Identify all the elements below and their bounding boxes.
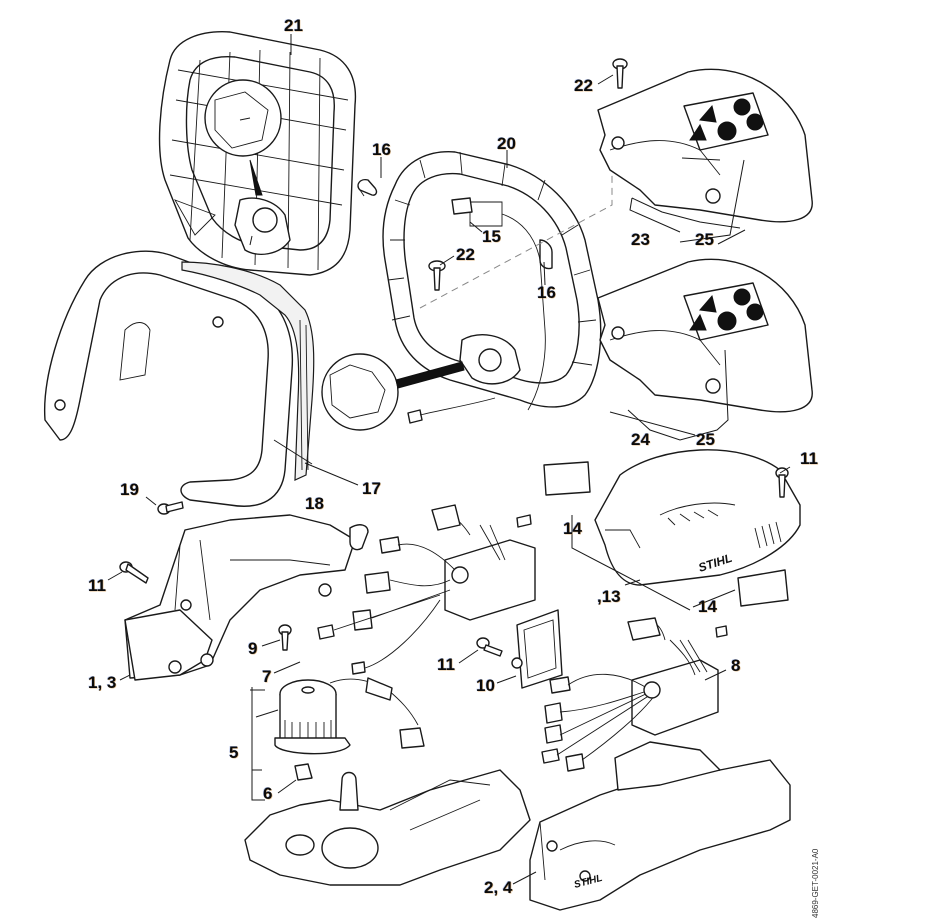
electronics-cover (511, 609, 563, 689)
housing-left (124, 514, 369, 681)
pad-bottom (737, 569, 789, 607)
callout-18: 18 (305, 494, 324, 513)
callout-20: 20 (497, 134, 516, 153)
hand-injury-warning-icon (689, 313, 707, 331)
callout-13: ,13 (597, 587, 621, 606)
callout-19: 19 (120, 480, 139, 499)
micro-switch (451, 197, 473, 215)
screw-electronics (476, 637, 503, 657)
callout-11-housing: 11 (88, 576, 106, 595)
leader-lines (107, 34, 791, 885)
grip-insert (181, 261, 315, 481)
screw-front-handle (157, 501, 184, 515)
shroud: STIHL (594, 449, 801, 586)
screw-handle (428, 260, 446, 291)
control-electronics-upper (317, 504, 536, 675)
callout-24: 24 (631, 430, 650, 449)
callout-11-electronics: 11 (437, 655, 455, 674)
callout-17: 17 (362, 479, 381, 498)
callout-15: 15 (482, 227, 501, 246)
handle-housing-left (158, 31, 357, 276)
screw-9 (278, 624, 292, 651)
callout-1-3: 1, 3 (88, 673, 117, 692)
callout-7: 7 (262, 667, 272, 686)
document-id: 4869-GET-0021-A0 (811, 848, 820, 918)
cover-top (597, 68, 813, 223)
cover-middle (597, 258, 813, 413)
read-manual-icon (733, 288, 751, 306)
callout-23: 23 (631, 230, 650, 249)
pad-top (543, 461, 591, 496)
callout-10: 10 (476, 676, 495, 695)
screw-housing-left (119, 561, 149, 584)
callout-21: 21 (284, 16, 303, 35)
callout-2-4: 2, 4 (484, 878, 513, 897)
no-rain-icon (746, 303, 764, 321)
cable-clip-top (357, 178, 378, 197)
housing-bottom-left (244, 769, 531, 886)
handle-housing-right (321, 151, 602, 431)
callout-14-bottom: 14 (698, 597, 717, 616)
callout-22-cover: 22 (574, 76, 593, 95)
pinion (294, 763, 313, 781)
callout-6: 6 (263, 784, 273, 803)
control-electronics (541, 617, 728, 772)
motor (274, 677, 425, 755)
callout-16-top: 16 (372, 140, 391, 159)
assembly-guide-line (419, 175, 613, 309)
screw-cover-top (612, 58, 628, 89)
callout-22-handle: 22 (456, 245, 475, 264)
callout-11-shroud: 11 (800, 449, 818, 468)
callout-25-middle: 25 (696, 430, 715, 449)
callout-14-top: 14 (563, 519, 582, 538)
eye-ear-protection-icon (717, 311, 737, 331)
callout-9: 9 (248, 639, 258, 658)
callout-16-right: 16 (537, 283, 556, 302)
callout-8: 8 (731, 656, 741, 675)
callout-5: 5 (229, 743, 239, 762)
callout-25-top: 25 (695, 230, 714, 249)
housing-right: STIHL (529, 741, 791, 911)
